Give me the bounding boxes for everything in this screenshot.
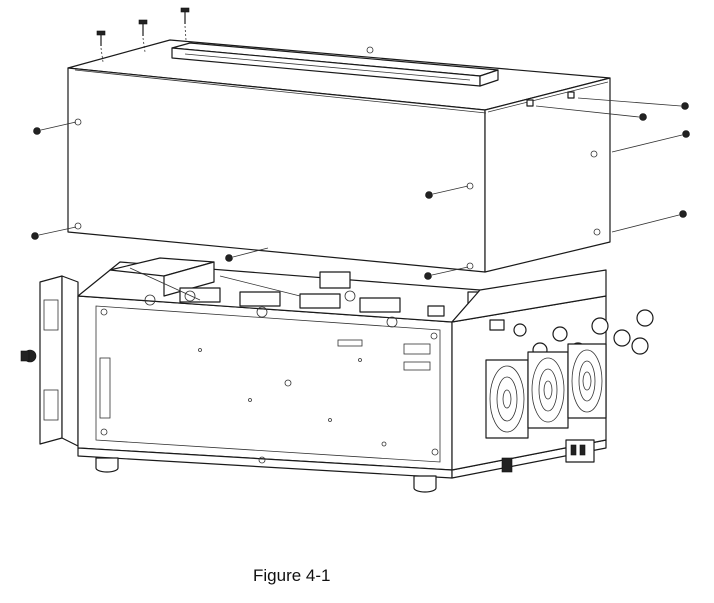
circuit-board [95,305,441,463]
screw-icon [138,19,148,53]
power-inlet [565,439,595,463]
knob-shaft [20,350,30,362]
fan-icon [567,343,607,419]
terminal-icon [631,337,649,355]
cover-right-face [484,77,611,273]
screw-icon [180,7,190,41]
fan-icon [527,351,569,429]
top-cover [67,39,611,273]
cover-hole [590,150,598,158]
exploded-assembly-diagram [20,7,690,493]
screws [31,7,690,280]
screw-icon [611,130,690,153]
screw-icon [425,185,469,199]
terminal-icon [552,326,568,342]
cover-hole [593,228,601,236]
power-switch [501,457,513,473]
terminal-icon [513,323,527,337]
internal-components [109,257,489,328]
terminal-icon [591,317,609,335]
chassis [20,257,654,493]
cooling-fans [485,343,607,439]
screw-icon [611,210,687,233]
screw-icon [31,226,77,240]
diagram-canvas [20,7,690,493]
cover-hole [466,262,474,270]
screw-icon [577,97,689,110]
side-panel [77,295,453,471]
screw-icon [535,105,647,121]
carry-handle [171,42,499,87]
fan-icon [485,359,529,439]
terminal-icon [636,309,654,327]
cover-hole [74,222,82,230]
screw-icon [96,30,106,63]
screw-icon [424,266,469,280]
terminal-icon [613,329,631,347]
screw-icon [33,121,77,135]
front-panel [20,275,79,447]
screw-icon [225,247,269,262]
cover-hole [366,46,374,54]
rear-terminals [489,309,654,358]
chassis-feet [95,457,437,493]
figure-caption: Figure 4-1 [253,566,331,585]
